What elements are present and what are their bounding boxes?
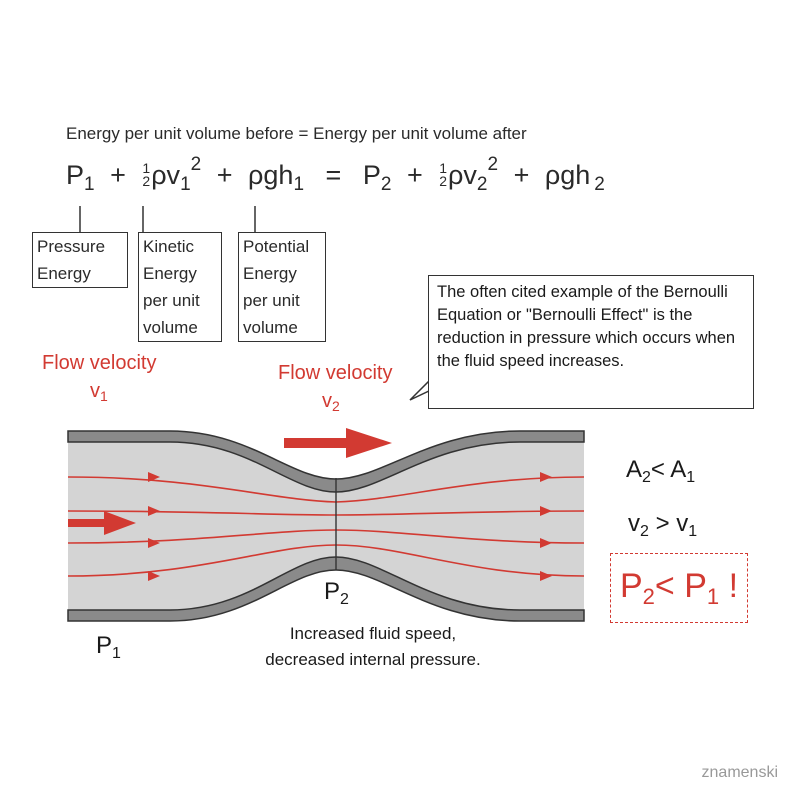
streamline-arrowheads [148,472,552,581]
flow-arrow-large [284,428,392,458]
bernoulli-effect-callout: The often cited example of the Bernoulli… [428,275,754,409]
eq-rho-v1: ρv [151,160,181,190]
area-relation: A2< A1 [626,456,696,486]
heading: Energy per unit volume before = Energy p… [66,124,527,143]
pressure-relation: P2< P1 ! [610,553,748,623]
eq-rgh2: ρgh [544,160,591,190]
eq-v1-sub: 1 [180,174,191,195]
v2-label: v2 [322,390,340,414]
potential-line-1: Potential [243,237,310,256]
pressure-line-2: Energy [37,264,91,283]
potential-energy-box: Potential Energy per unit volume [238,232,326,342]
flow-velocity-2-label: Flow velocity [278,362,393,384]
pressure-line-1: Pressure [37,237,106,256]
velocity-relation: v2 > v1 [628,510,698,540]
eq-p1: P [66,160,85,190]
kinetic-line-2: Energy [143,264,197,283]
eq-v2-sub: 2 [476,174,488,195]
flow-velocity-1-label: Flow velocity [42,352,157,374]
caption: Increased fluid speed, decreased interna… [228,621,518,673]
eq-p1-sub: 1 [84,174,95,195]
p2-point-label: P2 [324,578,349,608]
potential-line-4: volume [243,318,298,337]
eq-rho-v2: ρv [448,160,477,190]
eq-p2-sub: 2 [380,174,392,195]
fluid-region [68,440,584,612]
watermark: znamenski [701,764,778,781]
eq-equals: = [325,160,342,190]
p1-point-label: P1 [96,632,121,662]
kinetic-line-4: volume [143,318,198,337]
eq-plus: + [216,160,233,190]
potential-line-3: per unit [243,291,300,310]
eq-rgh1: ρgh [248,160,294,190]
eq-h1-sub: 1 [293,174,305,195]
potential-line-2: Energy [243,264,297,283]
bottom-wall [67,556,585,622]
caption-line-1: Increased fluid speed, [289,624,457,643]
flow-arrow-small [68,511,136,535]
pressure-energy-box: Pressure Energy [32,232,128,288]
kinetic-energy-box: Kinetic Energy per unit volume [138,232,222,342]
v1-label: v1 [90,380,108,404]
eq-h2-sub: 2 [594,174,605,195]
top-wall [67,430,585,493]
eq-plus: + [406,160,423,190]
eq-v2-sq: 2 [487,154,499,175]
caption-line-2: decreased internal pressure. [265,650,481,669]
kinetic-line-1: Kinetic [143,237,195,256]
eq-plus: + [513,160,530,190]
eq-p2: P [362,160,381,190]
eq-plus: + [110,160,126,190]
eq-v1-sq: 2 [190,154,202,175]
kinetic-line-3: per unit [143,291,200,310]
